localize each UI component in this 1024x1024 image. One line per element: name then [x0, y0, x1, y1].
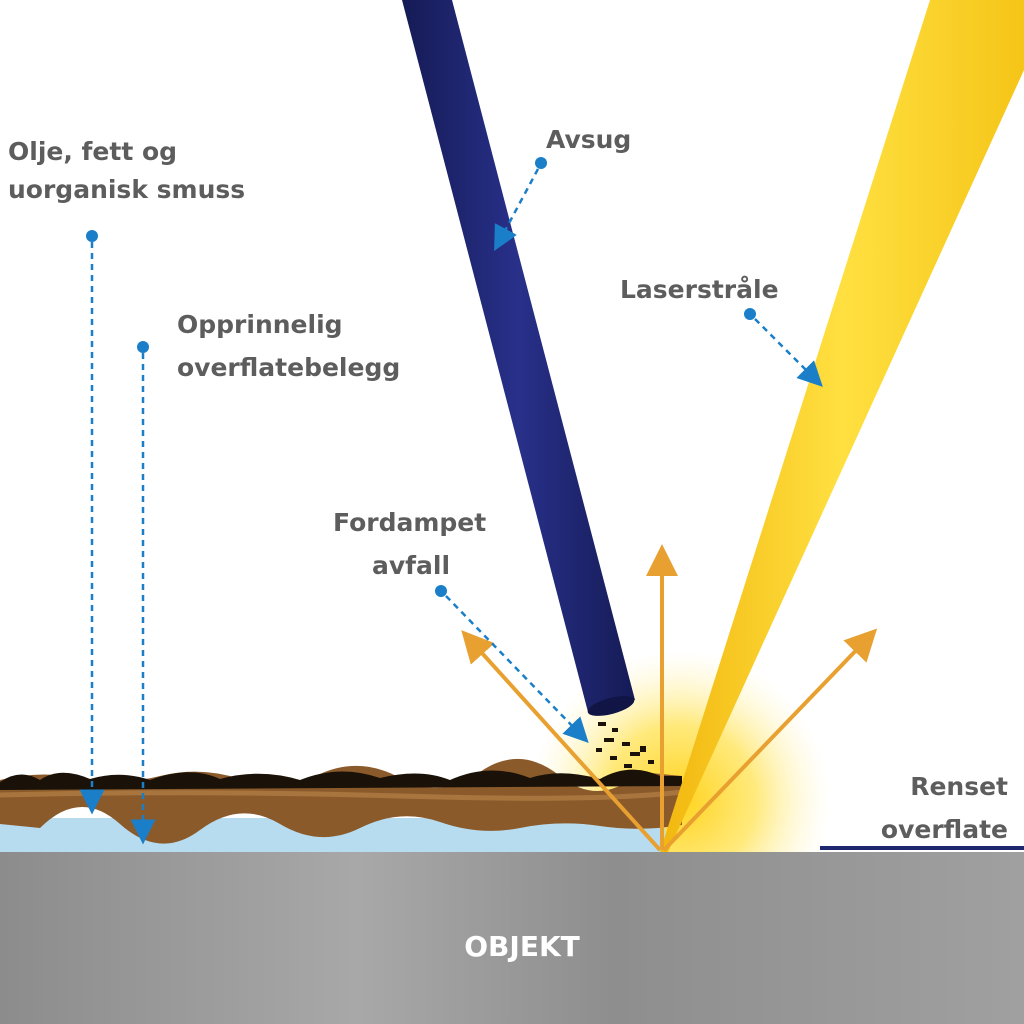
extraction-tube — [402, 0, 635, 716]
label-cleaned-line1: Renset — [910, 772, 1008, 801]
label-coating-line2: overflatebelegg — [177, 353, 400, 382]
callout-extraction — [494, 157, 547, 252]
arrow-left — [461, 630, 662, 852]
label-laser-beam: Laserstråle — [620, 275, 779, 304]
reflection-arrows — [461, 544, 878, 852]
label-cleaned-line2: overflate — [881, 815, 1008, 844]
label-oil-line2: uorganisk smuss — [8, 175, 245, 204]
callout-original-coating — [130, 341, 156, 845]
object-base — [0, 852, 1024, 1024]
label-oil-line1: Olje, fett og — [8, 137, 177, 166]
oil-grease-layer — [0, 769, 682, 790]
label-extraction: Avsug — [546, 125, 631, 154]
label-waste-line2: avfall — [372, 551, 450, 580]
label-coating-line1: Opprinnelig — [177, 310, 343, 339]
vaporized-debris — [596, 722, 654, 768]
label-object: OBJEKT — [464, 930, 580, 963]
laser-beam — [660, 0, 1024, 852]
dirt-texture — [0, 789, 683, 801]
arrow-right — [662, 628, 878, 852]
label-waste-line1: Fordampet — [333, 508, 486, 537]
callout-vaporized-waste — [435, 585, 589, 743]
callout-laser-beam — [744, 308, 823, 387]
callout-oil — [79, 230, 105, 815]
